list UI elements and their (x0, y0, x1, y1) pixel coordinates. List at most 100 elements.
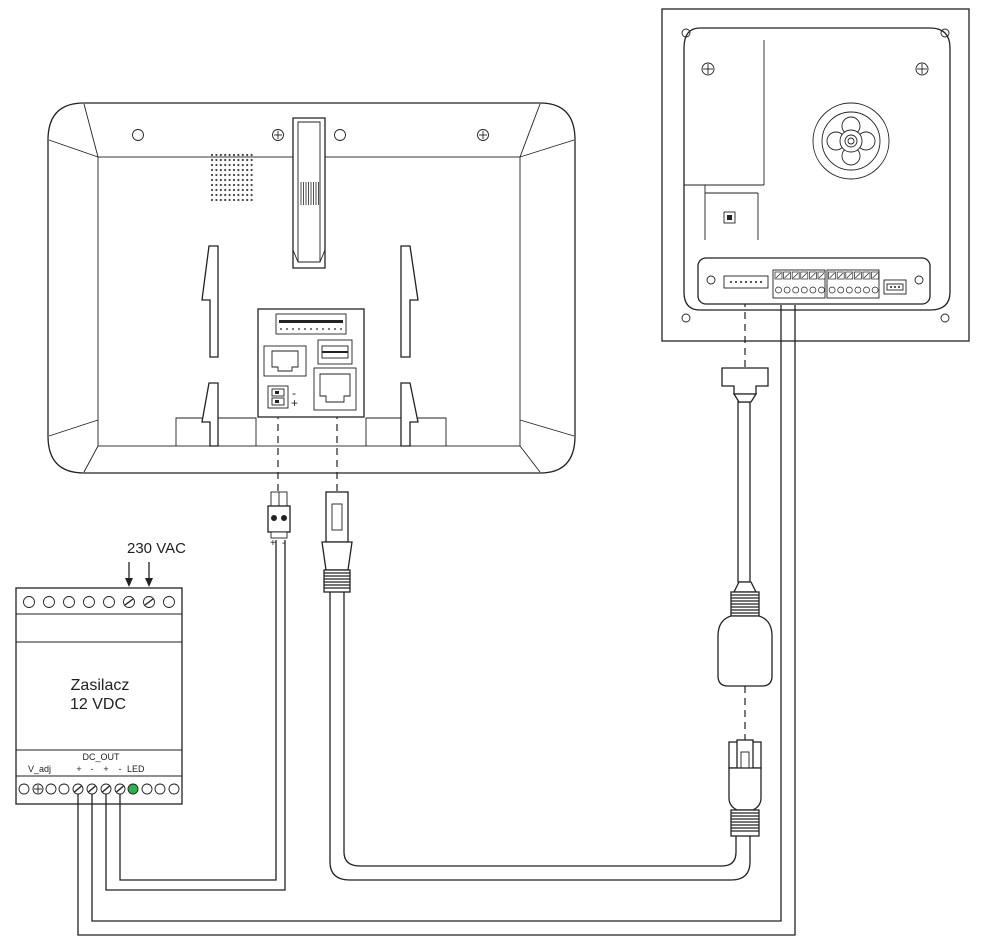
grill-dot (219, 173, 222, 177)
grill-dot (219, 178, 222, 182)
grill-dot (241, 173, 244, 177)
grill-dot (228, 153, 231, 157)
grill-dot (232, 158, 236, 162)
grill-dot (215, 153, 218, 157)
grill-dot (210, 163, 214, 167)
psu-name-line2: 12 VDC (70, 696, 126, 713)
grill-dot (246, 188, 249, 192)
small-pin (898, 286, 900, 288)
terminal-minus-label: - (292, 386, 296, 400)
grill-dot (224, 188, 227, 192)
grill-dot (250, 168, 253, 172)
terminal-screw (792, 286, 800, 294)
grill-dot (246, 173, 249, 177)
grill-dot (224, 168, 227, 172)
terminal-screw (43, 596, 55, 608)
grill-dot (232, 178, 236, 182)
grill-dot (219, 193, 222, 197)
grill-dot (232, 198, 236, 202)
dc-out-pin-4: - (119, 764, 122, 774)
grill-dot (237, 173, 240, 177)
header-pin (750, 281, 752, 283)
grill-dot (228, 183, 231, 187)
screw-slot (116, 785, 124, 793)
station-screw-terminals (772, 269, 880, 299)
screw-slot (88, 785, 96, 793)
grill-dot (210, 188, 214, 192)
grill-dot (215, 168, 218, 172)
grill-dot (232, 168, 236, 172)
grill-dot (224, 163, 227, 167)
ribbon-pin (304, 328, 306, 330)
grill-dot (237, 188, 240, 192)
grill-dot (232, 153, 236, 157)
grill-dot (215, 173, 218, 177)
rj-socket-left (263, 345, 307, 377)
header-pin (760, 281, 762, 283)
grill-dot (224, 173, 227, 177)
mount-hole-icon (681, 313, 691, 323)
ribbon-connector (275, 313, 347, 335)
grill-dot (228, 188, 231, 192)
psu-output-terminals (18, 783, 180, 795)
arrow-down-icon (125, 562, 153, 587)
grill-dot (224, 193, 227, 197)
header-pin (730, 281, 732, 283)
terminal-screw (775, 286, 782, 294)
small-pin (894, 286, 896, 288)
plug-minus-label: - (282, 538, 285, 549)
header-pin (735, 281, 737, 283)
grill-dot (210, 183, 214, 187)
grill-dot (210, 153, 214, 157)
grill-dot (232, 188, 236, 192)
grill-dot (241, 178, 244, 182)
ribbon-pin (328, 328, 330, 330)
ribbon-pin (340, 328, 342, 330)
terminal-screw (783, 286, 791, 294)
psu-input-label: 230 VAC (127, 540, 186, 557)
grill-dot (237, 168, 240, 172)
terminal-plus-label: + (291, 396, 298, 410)
grill-dot (241, 198, 244, 202)
mount-hook-icon (201, 245, 419, 447)
power-supply: 230 VAC Zasilacz 12 VDC DC_OUT V_adj + -… (15, 540, 186, 805)
rj-plug-adapter (728, 739, 762, 837)
terminal-screw (103, 596, 115, 608)
terminal-slash (775, 272, 782, 279)
terminal-screw (168, 783, 180, 795)
grill-dot (250, 198, 253, 202)
monitor-power-plug: + - (267, 491, 291, 549)
grill-dot (224, 153, 227, 157)
terminal-slash (829, 272, 835, 279)
grill-dot (246, 168, 249, 172)
grill-dot (224, 183, 227, 187)
mount-hole-icon (681, 28, 691, 38)
header-pin (745, 281, 747, 283)
station-pin-header (723, 275, 769, 289)
rj-socket-right (313, 367, 357, 411)
grill-dot (241, 168, 244, 172)
grill-dot (246, 158, 249, 162)
terminal-slash (855, 272, 861, 279)
led-label: LED (127, 764, 145, 774)
grill-dot (241, 188, 244, 192)
ribbon-pin (286, 328, 288, 330)
grill-dot (219, 198, 222, 202)
terminal-slash (837, 272, 844, 279)
terminal-screw (863, 286, 870, 294)
grill-dot (241, 193, 244, 197)
speaker-grill-icon (210, 153, 253, 202)
grill-dot (219, 158, 222, 162)
led-indicator-icon (127, 783, 139, 795)
screw-slot (144, 598, 154, 606)
grill-dot (219, 183, 222, 187)
mount-hole-icon (914, 275, 924, 285)
grill-dot (228, 168, 231, 172)
terminal-slash (818, 272, 825, 279)
grill-dot (241, 163, 244, 167)
grill-dot (210, 158, 214, 162)
grill-dot (250, 158, 253, 162)
terminal-screw (828, 286, 836, 294)
mount-hole-icon (334, 129, 346, 141)
grill-dot (232, 183, 236, 187)
